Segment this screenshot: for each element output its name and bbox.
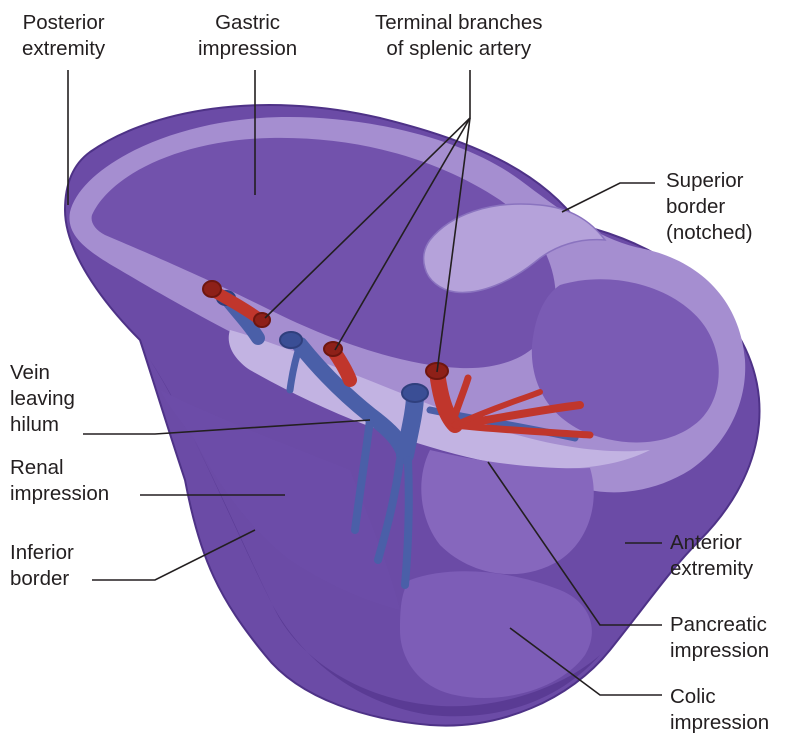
label-gastric-impression: Gastric impression — [198, 10, 297, 62]
artery-opening-1 — [203, 281, 221, 297]
label-anterior-extremity: Anterior extremity — [670, 530, 753, 582]
label-pancreatic-impression-line2: impression — [670, 638, 769, 664]
label-colic-impression: Colic impression — [670, 684, 769, 736]
label-inferior-border: Inferior border — [10, 540, 74, 592]
label-posterior-extremity: Posterior extremity — [22, 10, 105, 62]
label-anterior-extremity-line2: extremity — [670, 556, 753, 582]
label-anterior-extremity-line1: Anterior — [670, 530, 753, 556]
label-pancreatic-impression-line1: Pancreatic — [670, 612, 769, 638]
label-inferior-border-line1: Inferior — [10, 540, 74, 566]
vein-opening-3 — [402, 384, 428, 402]
label-vein-line3: hilum — [10, 412, 75, 438]
label-colic-impression-line2: impression — [670, 710, 769, 736]
label-posterior-extremity-line2: extremity — [22, 36, 105, 62]
label-renal-impression: Renal impression — [10, 455, 109, 507]
label-renal-impression-line2: impression — [10, 481, 109, 507]
label-superior-border-line2: border — [666, 194, 753, 220]
label-terminal-branches-line1: Terminal branches — [375, 10, 543, 36]
label-posterior-extremity-line1: Posterior — [22, 10, 105, 36]
vein-down-3 — [405, 460, 409, 585]
label-vein-line2: leaving — [10, 386, 75, 412]
label-colic-impression-line1: Colic — [670, 684, 769, 710]
vein-main-branch — [405, 395, 415, 455]
label-pancreatic-impression: Pancreatic impression — [670, 612, 769, 664]
label-inferior-border-line2: border — [10, 566, 74, 592]
label-superior-border-line3: (notched) — [666, 220, 753, 246]
label-terminal-branches: Terminal branches of splenic artery — [375, 10, 543, 62]
vein-opening-2 — [280, 332, 302, 348]
label-gastric-impression-line2: impression — [198, 36, 297, 62]
leader-superior-border — [562, 183, 655, 212]
label-vein-line1: Vein — [10, 360, 75, 386]
label-superior-border-line1: Superior — [666, 168, 753, 194]
label-gastric-impression-line1: Gastric — [198, 10, 297, 36]
label-renal-impression-line1: Renal — [10, 455, 109, 481]
label-terminal-branches-line2: of splenic artery — [375, 36, 543, 62]
label-superior-border: Superior border (notched) — [666, 168, 753, 246]
label-vein-leaving-hilum: Vein leaving hilum — [10, 360, 75, 438]
